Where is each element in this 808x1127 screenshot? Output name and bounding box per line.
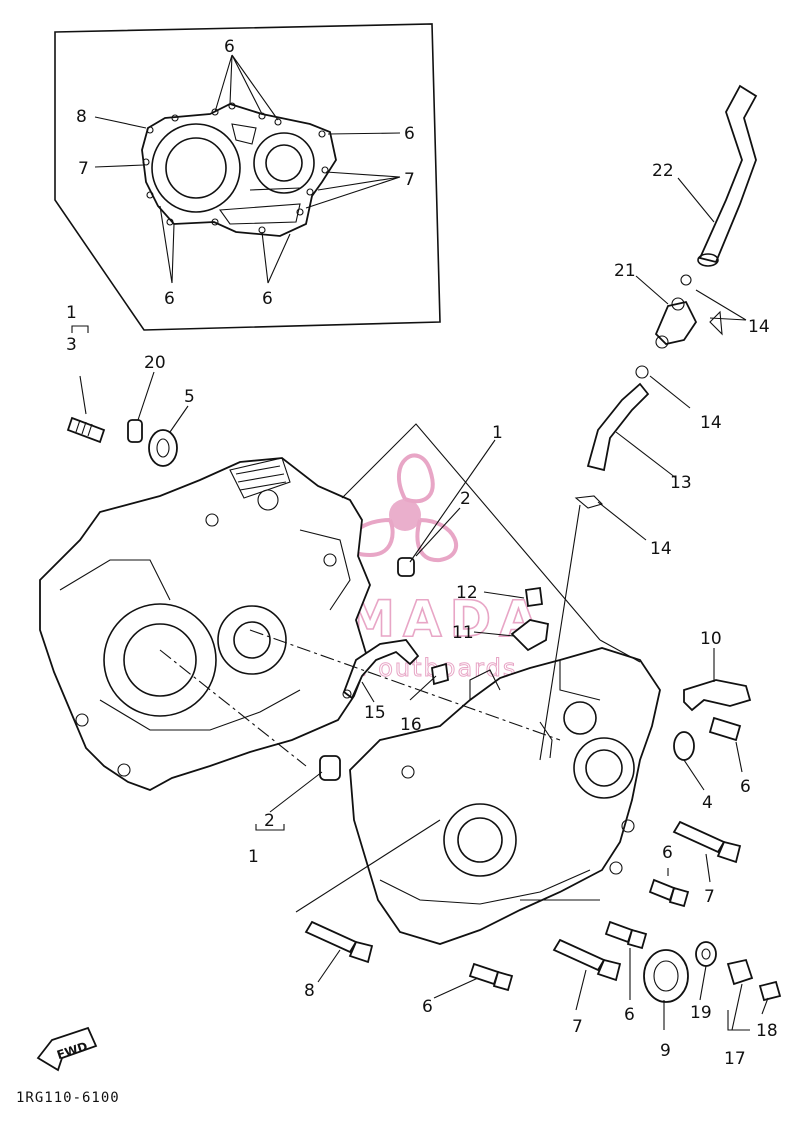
- inset-callout-8: 8: [76, 107, 87, 127]
- callout-7-right: 7: [704, 887, 715, 907]
- callout-13: 13: [670, 473, 692, 493]
- plate-10: [683, 679, 752, 712]
- callout-16: 16: [400, 715, 422, 735]
- breather-hose-22: [697, 84, 758, 267]
- stud-bolt: [66, 416, 106, 444]
- bolt-12: [524, 586, 544, 608]
- callout-10: 10: [700, 629, 722, 649]
- callout-2-upper: 2: [460, 489, 471, 509]
- oil-seal-4: [673, 731, 695, 761]
- inset-callout-6-right: 6: [404, 124, 415, 144]
- callout-6-mid: 6: [662, 843, 673, 863]
- inset-callout-7-right: 7: [404, 170, 415, 190]
- drain-plug-17: [726, 958, 754, 986]
- callout-14-b: 14: [700, 413, 722, 433]
- callout-15: 15: [364, 703, 386, 723]
- inset-gasket-view: 6 8 6 7 7 6 6: [54, 23, 441, 331]
- callout-17: 17: [724, 1049, 746, 1069]
- callout-numbers: 1 3 20 5 1 2 22 21 14 14 13 14 12 11 10 …: [66, 161, 778, 1069]
- callout-12: 12: [456, 583, 478, 603]
- plate-11: [510, 619, 549, 652]
- callout-6-lower-mid: 6: [624, 1005, 635, 1025]
- callout-6-right: 6: [740, 777, 751, 797]
- callout-4: 4: [702, 793, 713, 813]
- leader-lines: [71, 177, 769, 1031]
- callout-1-left: 1: [66, 303, 77, 323]
- callout-20: 20: [144, 353, 166, 373]
- inset-callout-7-left: 7: [78, 159, 89, 179]
- inset-callout-6-top: 6: [224, 37, 235, 57]
- dowel-pin-lower: [319, 755, 341, 781]
- callout-5: 5: [184, 387, 195, 407]
- callout-11: 11: [452, 623, 474, 643]
- callout-21: 21: [614, 261, 636, 281]
- inset-callout-6-bottom-left: 6: [164, 289, 175, 309]
- oil-seal-9: [643, 949, 689, 1003]
- bolt-6-right: [708, 716, 742, 742]
- washer-19: [695, 941, 717, 967]
- bolt-8: [304, 920, 374, 964]
- callout-1-mid: 1: [492, 423, 503, 443]
- callout-22: 22: [652, 161, 674, 181]
- bolt-7-bottom: [552, 938, 622, 982]
- callout-2-lower: 2: [264, 811, 275, 831]
- inset-callout-6-bottom-right: 6: [262, 289, 273, 309]
- callout-6-bottom: 6: [422, 997, 433, 1017]
- bolt-6-mid: [648, 878, 690, 908]
- bolt-18: [758, 980, 782, 1002]
- callout-19: 19: [690, 1003, 712, 1023]
- callout-14-c: 14: [650, 539, 672, 559]
- bolt-6-lower-mid: [604, 920, 648, 950]
- hose-clamp-14: [574, 274, 723, 509]
- bolt-6-bottom: [468, 962, 514, 992]
- bolt-7-right: [672, 820, 742, 864]
- callout-14-a: 14: [748, 317, 770, 337]
- crankcase-right-half: [349, 647, 661, 945]
- callout-1-lower: 1: [248, 847, 259, 867]
- clamp-15: [342, 639, 420, 700]
- hose-joint-21: [654, 297, 698, 349]
- callout-8: 8: [304, 981, 315, 1001]
- dowel-pin-upper: [397, 557, 415, 577]
- crankcase-left-half: [39, 457, 371, 791]
- callout-9: 9: [660, 1041, 671, 1061]
- callout-7-bottom: 7: [572, 1017, 583, 1037]
- breather-hose-13: [586, 382, 650, 472]
- fwd-arrow: FWD: [36, 1026, 98, 1072]
- diagram-code: 1RG110-6100: [16, 1090, 120, 1106]
- screw-16: [431, 662, 449, 686]
- dowel-pin-20: [127, 419, 143, 443]
- oil-seal-5: [148, 429, 178, 467]
- callout-18: 18: [756, 1021, 778, 1041]
- callout-3: 3: [66, 335, 77, 355]
